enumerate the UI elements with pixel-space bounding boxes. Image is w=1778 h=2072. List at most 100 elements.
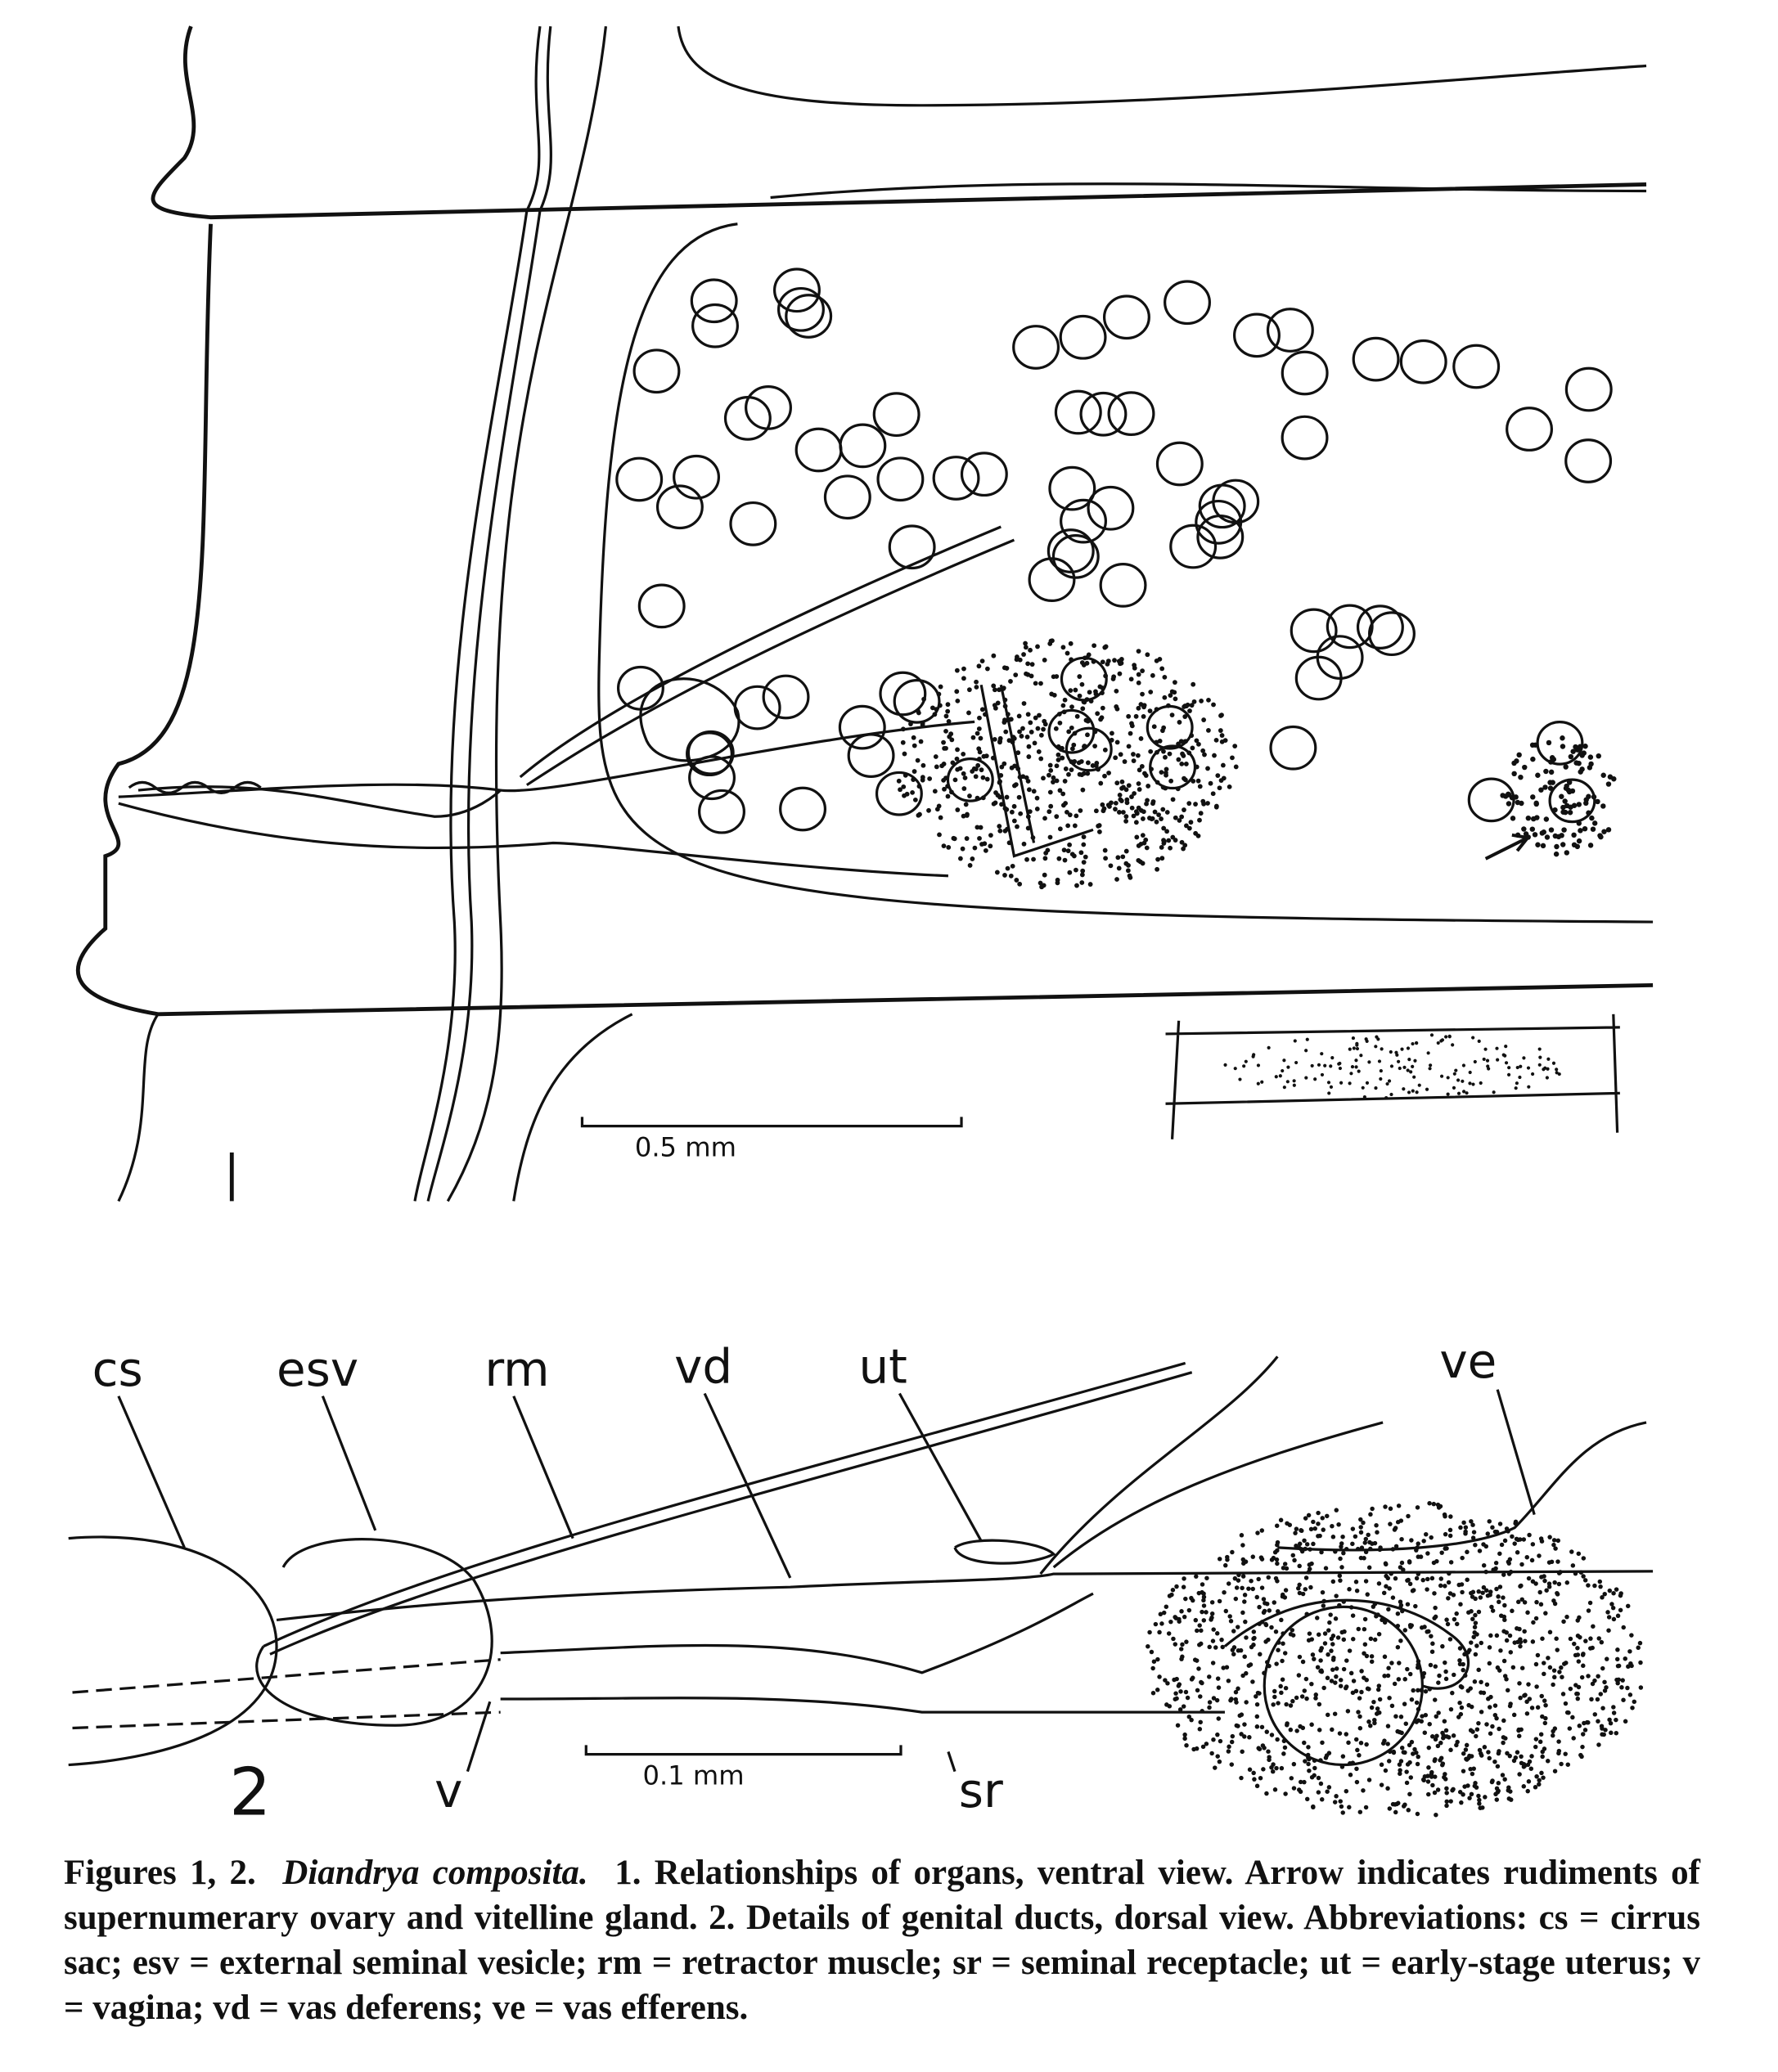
dot [1412, 1746, 1417, 1752]
dot [1443, 1546, 1447, 1551]
dot [1218, 1738, 1223, 1744]
dot [1350, 1613, 1356, 1618]
dot [1551, 1598, 1556, 1603]
dot [1177, 818, 1182, 823]
dot [1079, 880, 1085, 885]
dot [1460, 1684, 1465, 1690]
dot [1340, 1754, 1346, 1759]
dot [1170, 797, 1176, 802]
dot [1393, 1544, 1399, 1549]
dot [1533, 1744, 1538, 1750]
dot [1600, 803, 1606, 809]
dot [1217, 785, 1222, 791]
dot [1168, 845, 1173, 851]
dot [1174, 1696, 1179, 1701]
dot [916, 812, 921, 818]
dot [1201, 717, 1207, 722]
dot [1473, 1781, 1478, 1786]
dot [1063, 801, 1069, 806]
dot [1378, 1545, 1383, 1550]
dot [1236, 1625, 1240, 1629]
dot [1338, 1066, 1343, 1071]
dot [1316, 1534, 1321, 1539]
dot [1056, 757, 1061, 762]
dot [1443, 1669, 1448, 1674]
dot [1120, 854, 1126, 860]
testis [1506, 407, 1553, 452]
dot [1085, 771, 1091, 776]
testis [1269, 725, 1317, 771]
dot [1447, 1533, 1453, 1539]
dot [1140, 833, 1146, 838]
dot [1180, 1642, 1185, 1647]
dot [975, 762, 981, 768]
dot [1618, 1593, 1623, 1598]
dot [1214, 1697, 1220, 1703]
dot [1065, 823, 1071, 829]
testis [779, 786, 827, 832]
dot [1209, 1600, 1215, 1605]
dot [1383, 1504, 1388, 1509]
dot [1443, 1772, 1447, 1777]
dot [1437, 1673, 1442, 1679]
dot [1191, 699, 1197, 704]
dot [1065, 650, 1070, 656]
dot [1405, 1666, 1410, 1672]
dot [1308, 1547, 1312, 1552]
dot [1434, 1733, 1439, 1738]
dot [1195, 1688, 1200, 1693]
dot [1242, 1064, 1246, 1068]
dot [1219, 739, 1225, 744]
dot [1029, 729, 1034, 735]
dot [1176, 757, 1182, 762]
dot [1204, 1575, 1209, 1580]
dot [1356, 1626, 1362, 1632]
dot [1234, 1585, 1240, 1590]
dot [1229, 1739, 1235, 1745]
dot [1316, 1521, 1321, 1526]
dot [1181, 1584, 1186, 1589]
dot [1350, 1760, 1356, 1765]
dot [1557, 1670, 1562, 1674]
dot [1135, 753, 1141, 758]
dot [1100, 690, 1105, 695]
dot [1542, 1720, 1548, 1726]
dot [1298, 1779, 1303, 1785]
dot [1219, 712, 1224, 718]
dot [1155, 866, 1160, 872]
dot [1440, 1730, 1445, 1736]
dot [1341, 1666, 1347, 1672]
dot [1318, 1781, 1324, 1787]
dot [1480, 1590, 1485, 1595]
dot [1571, 1736, 1576, 1741]
dot [1093, 808, 1099, 814]
dot [1183, 762, 1189, 766]
dot [1375, 1035, 1379, 1039]
dot [1439, 1039, 1443, 1043]
dot [1017, 729, 1022, 735]
dot [983, 712, 988, 717]
dot [1476, 1609, 1482, 1615]
dot [1522, 764, 1528, 771]
dot [1181, 753, 1186, 758]
dot [1029, 662, 1035, 667]
dot [1357, 1069, 1361, 1073]
dot [1566, 1710, 1571, 1715]
dot [1173, 1642, 1178, 1647]
dot [1338, 1678, 1344, 1683]
dot [1284, 1701, 1289, 1707]
dot [1325, 1712, 1330, 1718]
dot [1609, 1730, 1614, 1736]
dot [1073, 687, 1078, 693]
dot [1362, 1675, 1366, 1680]
dot [1388, 1749, 1393, 1755]
dot [1560, 809, 1566, 815]
dot [1326, 1785, 1332, 1790]
dot [1267, 1663, 1272, 1669]
dot [927, 776, 933, 781]
dot [1436, 1040, 1440, 1045]
dot [1560, 735, 1565, 741]
dot [1297, 1582, 1302, 1588]
dot [1596, 1719, 1600, 1724]
dot [1627, 1692, 1633, 1697]
